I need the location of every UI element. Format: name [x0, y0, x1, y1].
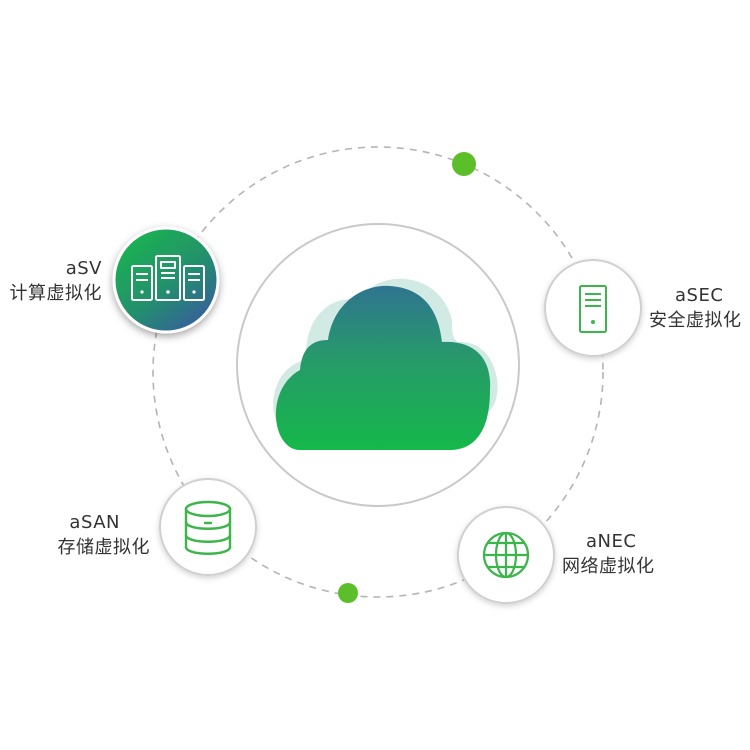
anec-desc: 网络虚拟化 — [562, 556, 655, 577]
dashed-orbit — [152, 146, 604, 598]
node-asan[interactable] — [159, 478, 257, 576]
label-asv: aSV 计算虚拟化 — [0, 256, 102, 306]
label-asan: aSAN 存储虚拟化 — [24, 510, 150, 560]
globe-icon — [482, 531, 530, 579]
label-asec: aSEC 安全虚拟化 — [649, 283, 742, 333]
server-cluster-icon — [131, 255, 205, 301]
asec-desc: 安全虚拟化 — [649, 310, 742, 331]
asv-desc: 计算虚拟化 — [9, 283, 102, 304]
node-asv[interactable] — [112, 226, 220, 334]
database-icon — [184, 500, 232, 555]
asec-name: aSEC — [675, 285, 724, 306]
server-tower-icon — [579, 285, 607, 333]
anec-name: aNEC — [586, 531, 637, 552]
cloud-icon — [273, 278, 498, 450]
orbit-dot-top — [452, 152, 476, 176]
asan-desc: 存储虚拟化 — [57, 537, 150, 558]
label-anec: aNEC 网络虚拟化 — [562, 529, 655, 579]
asan-name: aSAN — [69, 512, 120, 533]
node-asec[interactable] — [544, 259, 642, 357]
asv-name: aSV — [65, 258, 102, 279]
orbit-dot-bottom — [338, 583, 358, 603]
